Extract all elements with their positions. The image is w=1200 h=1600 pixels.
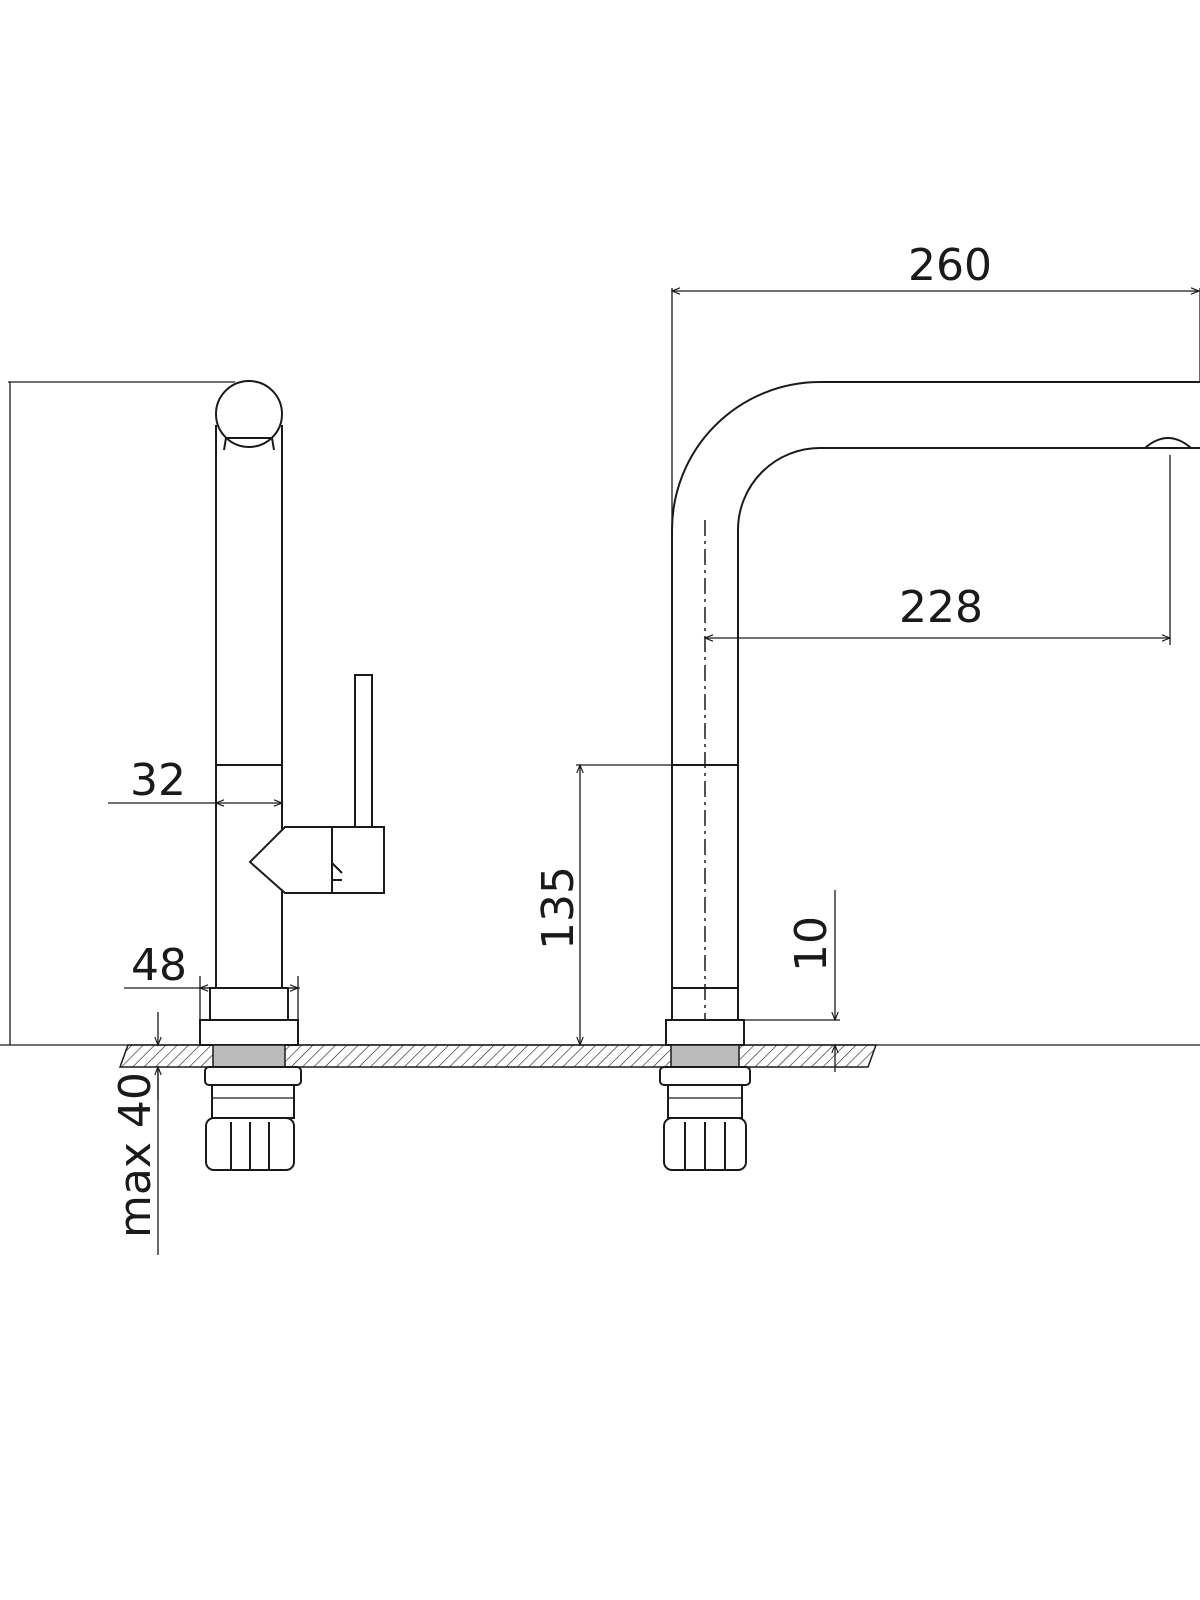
dimension-max-40: max 40 (110, 1012, 162, 1255)
dimension-label-10: 10 (786, 916, 837, 972)
dimension-label-32: 32 (130, 755, 186, 806)
dimension-label-48: 48 (131, 940, 187, 991)
dimension-32: 32 (108, 755, 284, 807)
dimension-48: 48 (124, 940, 300, 1020)
dimension-label-228: 228 (899, 582, 983, 633)
dimension-228: 228 (703, 455, 1172, 645)
faucet-front-view (659, 381, 1200, 1171)
dimension-10: 10 (744, 890, 840, 1072)
faucet-side-view (199, 380, 385, 1171)
dimension-260: 260 (670, 240, 1200, 530)
dimension-label-135: 135 (533, 866, 584, 950)
dimension-label-max-40: max 40 (110, 1072, 161, 1238)
dimension-overall-height (8, 381, 235, 1045)
dimension-label-260: 260 (908, 240, 992, 291)
dimension-135: 135 (533, 763, 672, 1047)
countertop (0, 1044, 1200, 1068)
